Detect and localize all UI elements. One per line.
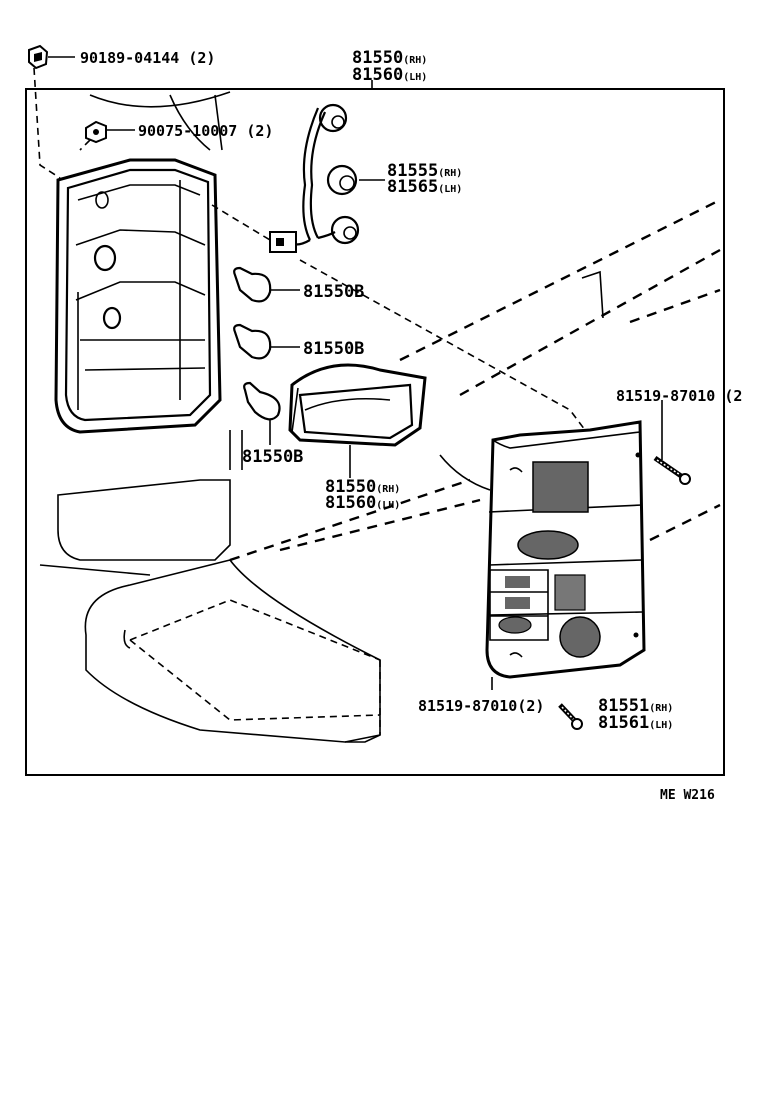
bulb-icon	[233, 266, 281, 421]
lamp-housing	[54, 158, 222, 434]
screw-bottom-label: 81519-87010(2)	[418, 697, 544, 715]
clip-path	[33, 67, 61, 179]
diagram-frame	[25, 88, 725, 776]
screw-top-label: 81519-87010 (2	[616, 387, 742, 405]
lens-rh-label: 81551(RH)	[598, 696, 673, 716]
socket-rh-label: 81555(RH)	[387, 161, 462, 181]
socket-lh-label: 81565(LH)	[387, 177, 462, 197]
side-lens	[288, 363, 427, 447]
socket-path	[211, 204, 271, 241]
reference-code: ME W216	[660, 788, 715, 803]
screw-icon	[653, 455, 691, 485]
body-lh-label: 81560(LH)	[325, 493, 400, 513]
bumper-outline	[57, 479, 381, 743]
bulb-1-label: 81550B	[303, 282, 364, 302]
wire-harness	[269, 107, 336, 253]
nut-icon	[85, 120, 107, 144]
clip-icon	[28, 44, 49, 70]
clip-part-label: 90189-04144 (2)	[80, 49, 215, 67]
tail-lens	[485, 420, 646, 679]
nut-part-label: 90075-10007 (2)	[138, 122, 273, 140]
harness-path	[299, 259, 586, 431]
bulb-3-label: 81550B	[242, 447, 303, 467]
assy-rh-label: 81550(RH)	[352, 48, 427, 68]
screw-icon	[558, 703, 583, 730]
body-rh-label: 81550(RH)	[325, 477, 400, 497]
socket-icon	[318, 103, 360, 245]
bulb-2-label: 81550B	[303, 339, 364, 359]
vehicle-body-outline	[39, 91, 721, 576]
assy-lh-label: 81560(LH)	[352, 65, 427, 85]
nut-path	[79, 139, 91, 151]
lens-lh-label: 81561(LH)	[598, 713, 673, 733]
